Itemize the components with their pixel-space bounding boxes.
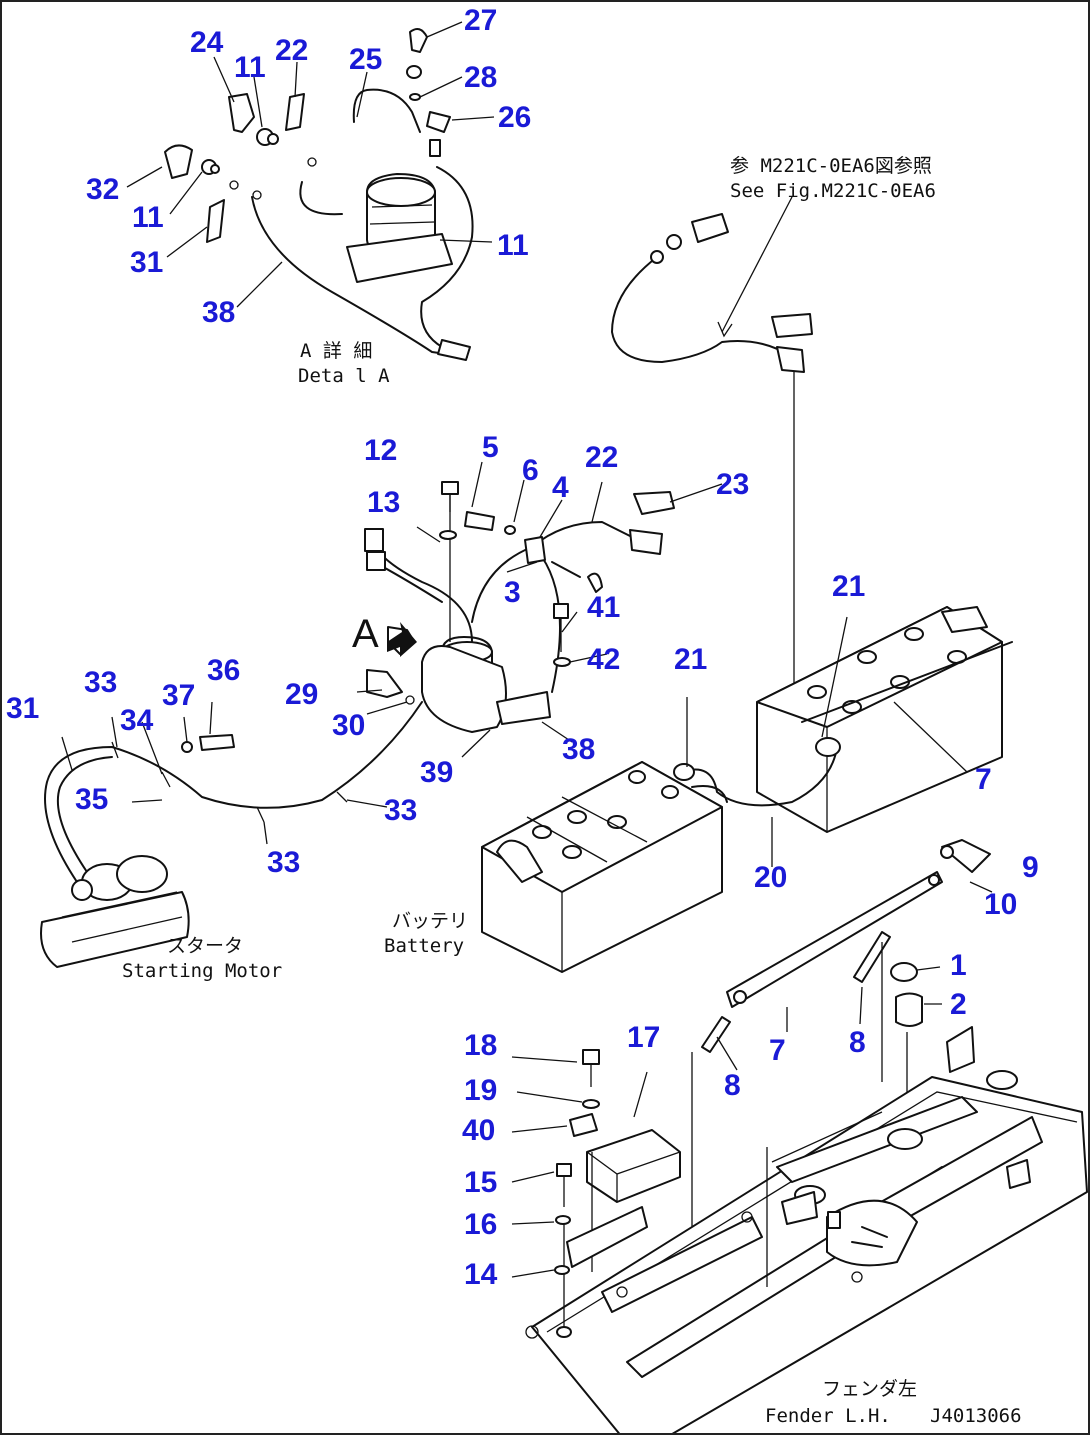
callout: 29 — [285, 678, 318, 711]
callout: 39 — [420, 756, 453, 789]
callout: 19 — [464, 1074, 497, 1107]
starter-harness — [44, 701, 423, 883]
fender-caption-jp: フェンダ左 — [822, 1378, 917, 1400]
main-relay-assembly — [356, 461, 723, 758]
part-callouts: 27 24 11 22 25 28 26 32 11 31 11 38 12 5… — [6, 4, 1039, 1291]
callout: 8 — [849, 1026, 866, 1059]
callout: 1 — [950, 949, 967, 982]
callout: 31 — [130, 246, 163, 279]
callout: 30 — [332, 709, 365, 742]
callout: 6 — [522, 454, 539, 487]
callout: 23 — [716, 468, 749, 501]
battery-caption-jp: バッテリ — [392, 910, 468, 932]
callout: 42 — [587, 643, 620, 676]
callout: 28 — [464, 61, 497, 94]
detail-caption-jp: A 詳 細 — [300, 340, 372, 362]
starting-motor — [40, 855, 190, 968]
callout: 11 — [132, 201, 164, 234]
callout: 24 — [190, 26, 224, 59]
battery-cable — [673, 616, 848, 867]
callout: 32 — [86, 173, 119, 206]
fender-lh — [525, 1026, 1088, 1433]
callout: 11 — [497, 229, 529, 262]
callout: 7 — [975, 763, 992, 796]
callout: 2 — [950, 988, 967, 1021]
battery-front — [481, 761, 723, 973]
battery-caption-en: Battery — [384, 935, 464, 957]
callout: 3 — [504, 576, 521, 609]
callout: 4 — [552, 471, 569, 504]
callout: 31 — [6, 692, 39, 725]
callout: 33 — [84, 666, 117, 699]
callout: 20 — [754, 861, 787, 894]
callout: 33 — [384, 794, 417, 827]
fender-caption-en: Fender L.H. — [765, 1405, 891, 1427]
callout: 18 — [464, 1029, 497, 1062]
callout: 14 — [464, 1258, 498, 1291]
starter-caption-jp: スタータ — [167, 935, 243, 957]
callout: 12 — [364, 434, 397, 467]
callout: 17 — [627, 1021, 660, 1054]
callout: 9 — [1022, 851, 1039, 884]
arrow-a-label: A — [352, 612, 379, 656]
arrow-a-icon — [387, 622, 417, 657]
callout: 21 — [674, 643, 707, 676]
callout: 22 — [275, 34, 308, 67]
callout: 11 — [234, 51, 266, 84]
callout: 36 — [207, 654, 240, 687]
callout: 13 — [367, 486, 400, 519]
bracket-parts — [511, 1049, 681, 1338]
callout: 40 — [462, 1114, 495, 1147]
callout: 27 — [464, 4, 497, 37]
callout: 38 — [202, 296, 235, 329]
starter-caption-en: Starting Motor — [122, 960, 282, 982]
ref-caption-jp: 参 M221C-0EA6図参照 — [730, 155, 932, 177]
callout: 15 — [464, 1166, 497, 1199]
callout: 41 — [587, 591, 620, 624]
arrow-a-fender-icon — [851, 1241, 883, 1248]
callout: 38 — [562, 733, 595, 766]
callout: 35 — [75, 783, 108, 816]
figure-code: J4013066 — [930, 1405, 1022, 1427]
callout: 16 — [464, 1208, 497, 1241]
callout: 25 — [349, 43, 382, 76]
battery-rear — [756, 606, 1013, 833]
callout: 26 — [498, 101, 531, 134]
callout: 10 — [984, 888, 1017, 921]
callout: 5 — [482, 431, 499, 464]
callout: 37 — [162, 679, 195, 712]
callout: 22 — [585, 441, 618, 474]
callout: 34 — [120, 704, 154, 737]
callout: 21 — [832, 570, 865, 603]
detail-caption-en: Deta l A — [298, 365, 390, 387]
callout: 7 — [769, 1034, 786, 1067]
callout: 33 — [267, 846, 300, 879]
callout: 8 — [724, 1069, 741, 1102]
reference-harness — [611, 196, 813, 707]
detail-a-assembly — [126, 21, 495, 361]
ref-caption-en: See Fig.M221C-0EA6 — [730, 180, 936, 202]
hold-down-parts — [691, 839, 993, 1342]
